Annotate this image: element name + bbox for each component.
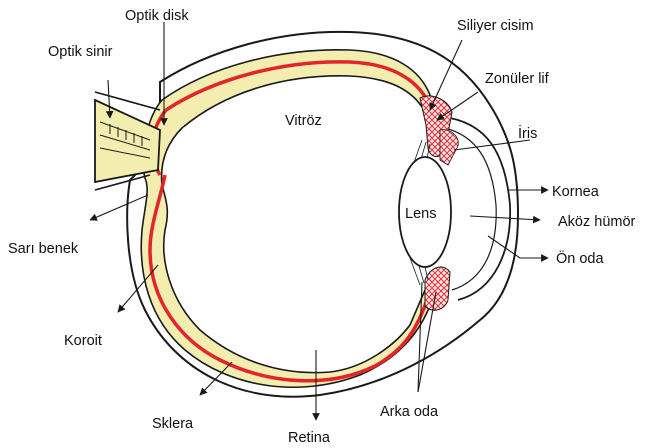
label-sclera: Sklera <box>152 416 194 432</box>
label-posterior-chamber: Arka oda <box>380 404 439 420</box>
ciliary-body-lower <box>425 267 450 310</box>
label-lens: Lens <box>405 206 436 222</box>
label-zonular-fibers: Zonüler lif <box>485 71 550 87</box>
label-vitreous: Vitröz <box>285 113 322 129</box>
label-choroid: Koroit <box>64 333 102 349</box>
optic-nerve-shape <box>95 100 160 182</box>
label-ciliary-body: Siliyer cisim <box>457 18 534 34</box>
label-optic-nerve: Optik sinir <box>48 44 113 60</box>
label-anterior-chamber: Ön oda <box>556 249 604 267</box>
label-aqueous-humor: Aköz hümör <box>558 214 636 230</box>
label-iris: İris <box>518 124 537 142</box>
label-macula: Sarı benek <box>8 241 79 257</box>
label-retina: Retina <box>288 430 331 446</box>
label-optic-disk: Optik disk <box>125 8 189 24</box>
label-cornea: Kornea <box>552 184 600 200</box>
